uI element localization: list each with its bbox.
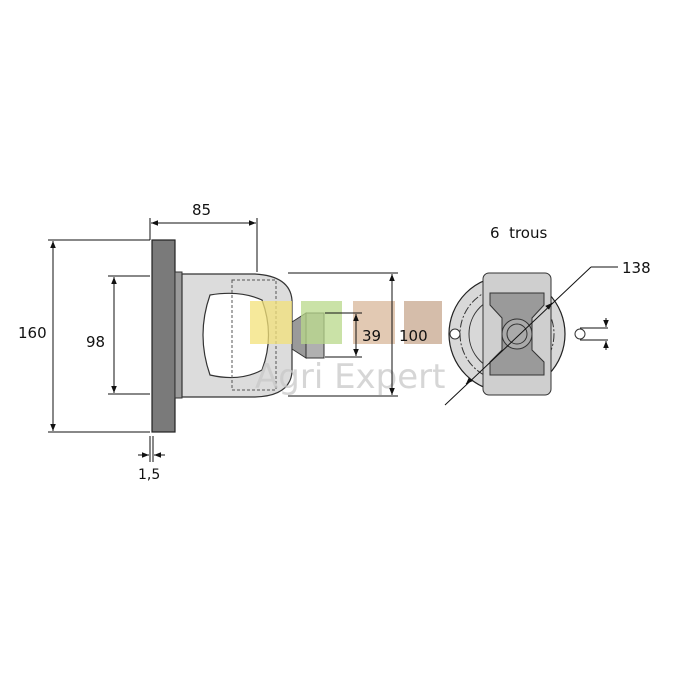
- side-view: [151, 239, 325, 433]
- watermark: Agri Expert: [250, 301, 446, 397]
- flange: [151, 239, 176, 433]
- cross-bearing-dashed: [231, 279, 277, 391]
- front-view: [444, 266, 618, 406]
- hub: [501, 318, 533, 350]
- bolt-hole-right: [574, 328, 586, 340]
- flange-hub-ring: [174, 271, 183, 399]
- watermark-tractor-icon: [250, 301, 292, 344]
- bolt-hole-left: [449, 328, 461, 340]
- dim-138: 138: [622, 259, 651, 277]
- dim-39: 39: [362, 327, 381, 345]
- watermark-fence-icon: [404, 301, 442, 344]
- dim-1-5: 1,5: [138, 467, 160, 483]
- dim-98: 98: [86, 333, 105, 351]
- watermark-tools-icon: [353, 301, 395, 344]
- holes-label: 6 trous: [490, 224, 547, 242]
- watermark-garden-icon: [301, 301, 342, 344]
- dim-100: 100: [399, 327, 428, 345]
- watermark-text: Agri Expert: [255, 357, 446, 397]
- dim-85: 85: [192, 201, 211, 219]
- dim-160: 160: [18, 324, 47, 342]
- dimension-lines: [48, 218, 398, 462]
